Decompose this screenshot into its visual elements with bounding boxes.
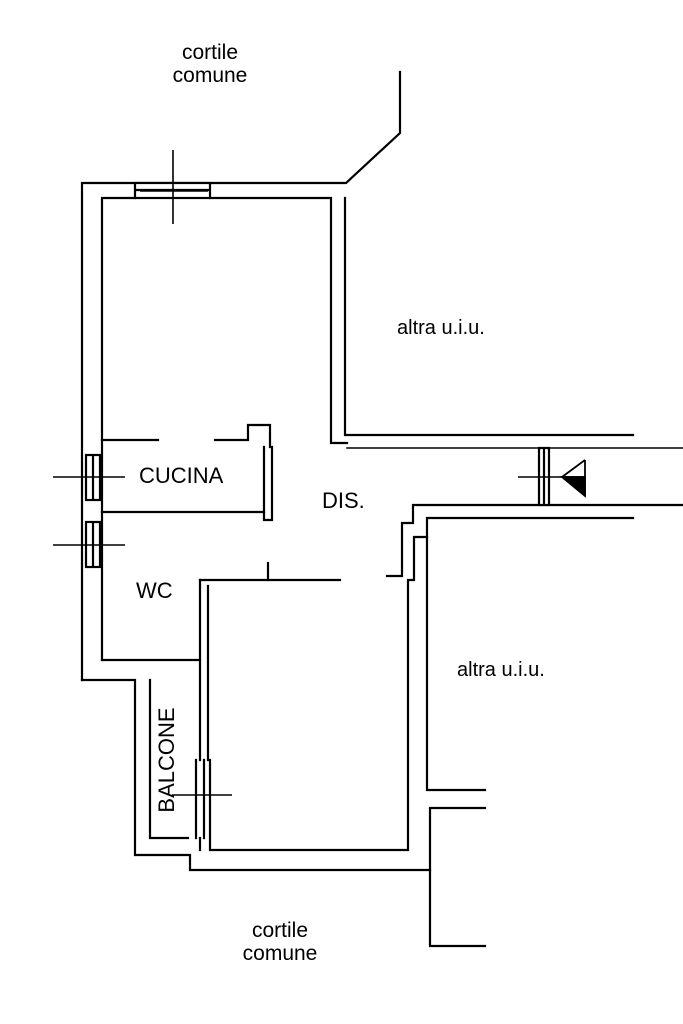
top-courtyard-line1: cortile: [181, 41, 239, 64]
balcony-inner: [148, 678, 190, 840]
bathroom-label: WC: [136, 578, 173, 603]
corridor-inner-wall: [208, 516, 635, 852]
unit-lower-label: altra u.i.u.: [457, 659, 545, 681]
lower-courtyard-wall: [428, 808, 487, 948]
bottom-courtyard-label: cortile comune: [220, 920, 340, 964]
bottom-courtyard-line2: comune: [242, 942, 318, 965]
kitchen-top-wall2: [213, 423, 272, 449]
outer-wall-west-top: [80, 70, 402, 682]
balcony-door: [194, 758, 206, 840]
top-courtyard-label: cortile comune: [150, 42, 270, 86]
entrance-symbol: [559, 459, 586, 498]
upper-unit-wall: [343, 196, 635, 437]
kitchen-label: CUCINA: [139, 463, 224, 488]
hallway-label: DIS.: [322, 488, 365, 513]
corridor-south-wall: [385, 503, 683, 578]
inner-wall-top: [208, 196, 349, 445]
lower-unit-wall: [425, 535, 487, 792]
unit-upper-label: altra u.i.u.: [397, 317, 485, 339]
outer-wall-lower: [80, 678, 432, 872]
top-courtyard-line2: comune: [172, 64, 248, 87]
inner-wall-west: [100, 196, 137, 662]
bottom-courtyard-line1: cortile: [251, 919, 309, 942]
kitchen-east-wall: [262, 445, 274, 522]
balcony-label: BALCONE: [154, 707, 179, 813]
